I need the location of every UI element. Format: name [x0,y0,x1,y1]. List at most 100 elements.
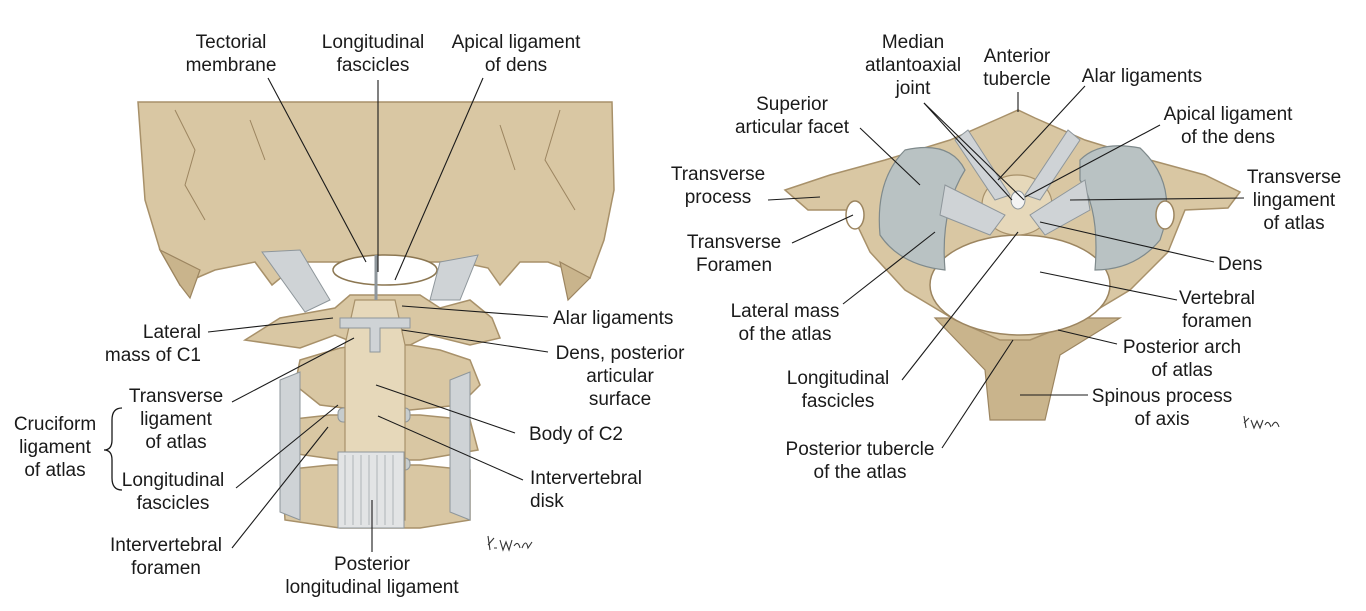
leader-apical-ligament-dens [1024,124,1161,198]
label-anterior-tubercle-line-2: tubercle [983,69,1051,90]
label-alar-ligaments-right-line-1: Alar ligaments [1082,66,1202,87]
transverse-foramen-right [1155,200,1175,230]
label-dens-posterior-articular-surface-line-1: Dens, posterior [556,343,686,364]
label-transverse-lingament-of-atlas-line-2: lingament [1253,190,1336,211]
signature-left [487,535,533,552]
label-median-atlantoaxial-joint-line-3: joint [895,78,932,99]
label-apical-ligament-of-dens-line-1: Apical ligament [452,32,582,53]
leader-superior-articular-facet [859,127,921,186]
label-alar-ligaments-right: Alar ligaments [1082,66,1202,87]
label-dens-posterior-articular-surface-line-2: articular [586,366,654,387]
left-leader-lines [103,77,549,552]
right-illustration [783,109,1242,421]
label-intervertebral-foramen-line-1: Intervertebral [110,535,222,556]
leader-median-atlantoaxial-b [923,102,1025,201]
lateral-ligaments-left [279,371,301,521]
label-dens-right: Dens [1218,254,1262,275]
leader-posterior-arch [1057,329,1118,345]
label-intervertebral-foramen-line-2: foramen [131,558,201,579]
alar-ligament-right [1024,129,1081,201]
apical-ligament [1010,190,1026,210]
transverse-ligament-fan-left [939,184,1006,236]
label-cruciform-ligament-of-atlas-line-2: ligament [19,437,92,458]
pll-fibers [344,455,394,525]
label-lateral-mass-of-the-atlas-line-1: Lateral mass [731,301,840,322]
label-vertebral-foramen-line-2: foramen [1182,311,1252,332]
label-spinous-process-of-axis-line-2: of axis [1135,409,1190,430]
label-superior-articular-facet-line-1: Superior [756,94,828,115]
leader-dens-posterior [401,329,549,353]
leader-apical-ligament [394,77,484,281]
label-median-atlantoaxial-joint-line-2: atlantoaxial [865,55,961,76]
label-cruciform-ligament-of-atlas-line-1: Cruciform [14,414,96,435]
label-apical-ligament-of-the-dens-line-1: Apical ligament [1164,104,1294,125]
cruciform-brace [103,407,123,491]
label-transverse-foramen-line-1: Transverse [687,232,781,253]
label-alar-ligaments-line-1: Alar ligaments [553,308,673,329]
label-posterior-arch-of-atlas-line-2: of atlas [1151,360,1212,381]
label-intervertebral-disk-line-2: disk [530,491,564,512]
signature-mark [487,535,533,552]
label-longitudinal-fascicles-right-line-2: fascicles [802,391,875,412]
label-posterior-tubercle-of-the-atlas-line-1: Posterior tubercle [786,439,935,460]
label-anterior-tubercle-line-1: Anterior [984,46,1051,67]
cruciform-ligament [339,317,411,353]
leader-body-c2 [375,384,516,434]
label-apical-ligament-of-the-dens-line-2: of the dens [1181,127,1275,148]
leader-tectorial-membrane [267,77,367,263]
label-spinous-process-of-axis-line-1: Spinous process [1092,386,1232,407]
left-illustration [137,101,615,529]
label-transverse-lingament-of-atlas-line-1: Transverse [1247,167,1341,188]
label-dens-posterior-articular-surface-line-3: surface [589,389,651,410]
label-longitudinal-fascicles-top-line-2: fascicles [337,55,410,76]
label-posterior-tubercle-of-the-atlas-line-2: of the atlas [814,462,907,483]
right-leader-lines [767,85,1245,449]
label-longitudinal-fascicles-bottom-line-1: Longitudinal [122,470,224,491]
label-transverse-ligament-of-atlas-line-2: ligament [140,409,213,430]
label-body-of-c2-line-1: Body of C2 [529,424,623,445]
label-transverse-process-line-1: Transverse [671,164,765,185]
mastoid-right [559,260,591,302]
label-posterior-longitudinal-ligament-line-2: longitudinal ligament [285,577,459,598]
leader-alar-ligaments [401,305,549,318]
leader-lateral-mass-atlas [842,231,936,305]
label-vertebral-foramen-line-1: Vertebral [1179,288,1255,309]
mastoid-left [158,248,201,300]
label-transverse-ligament-of-atlas-line-3: of atlas [145,432,206,453]
label-lateral-mass-c1-line-1: Lateral [143,322,201,343]
leader-transverse-lingament [1069,197,1245,201]
posterior-longitudinal-ligament [337,451,405,529]
label-transverse-lingament-of-atlas-line-3: of atlas [1263,213,1324,234]
superior-facet-left [878,146,966,271]
leader-longitudinal-fascicles-right [901,231,1019,381]
leader-longitudinal-fascicles-bottom [235,404,339,489]
leader-intervertebral-disk [377,415,524,481]
leader-lateral-mass [207,317,334,333]
leader-transverse-ligament [231,337,355,403]
label-transverse-ligament-of-atlas-line-1: Transverse [129,386,223,407]
label-longitudinal-fascicles-bottom-line-2: fascicles [137,493,210,514]
signature-mark-right [1243,415,1280,430]
label-apical-ligament-of-dens-line-2: of dens [485,55,547,76]
lateral-ligaments-right [449,371,471,521]
label-superior-articular-facet-line-2: articular facet [735,117,850,138]
label-longitudinal-fascicles-right-line-1: Longitudinal [787,368,889,389]
signature-right [1243,415,1280,430]
